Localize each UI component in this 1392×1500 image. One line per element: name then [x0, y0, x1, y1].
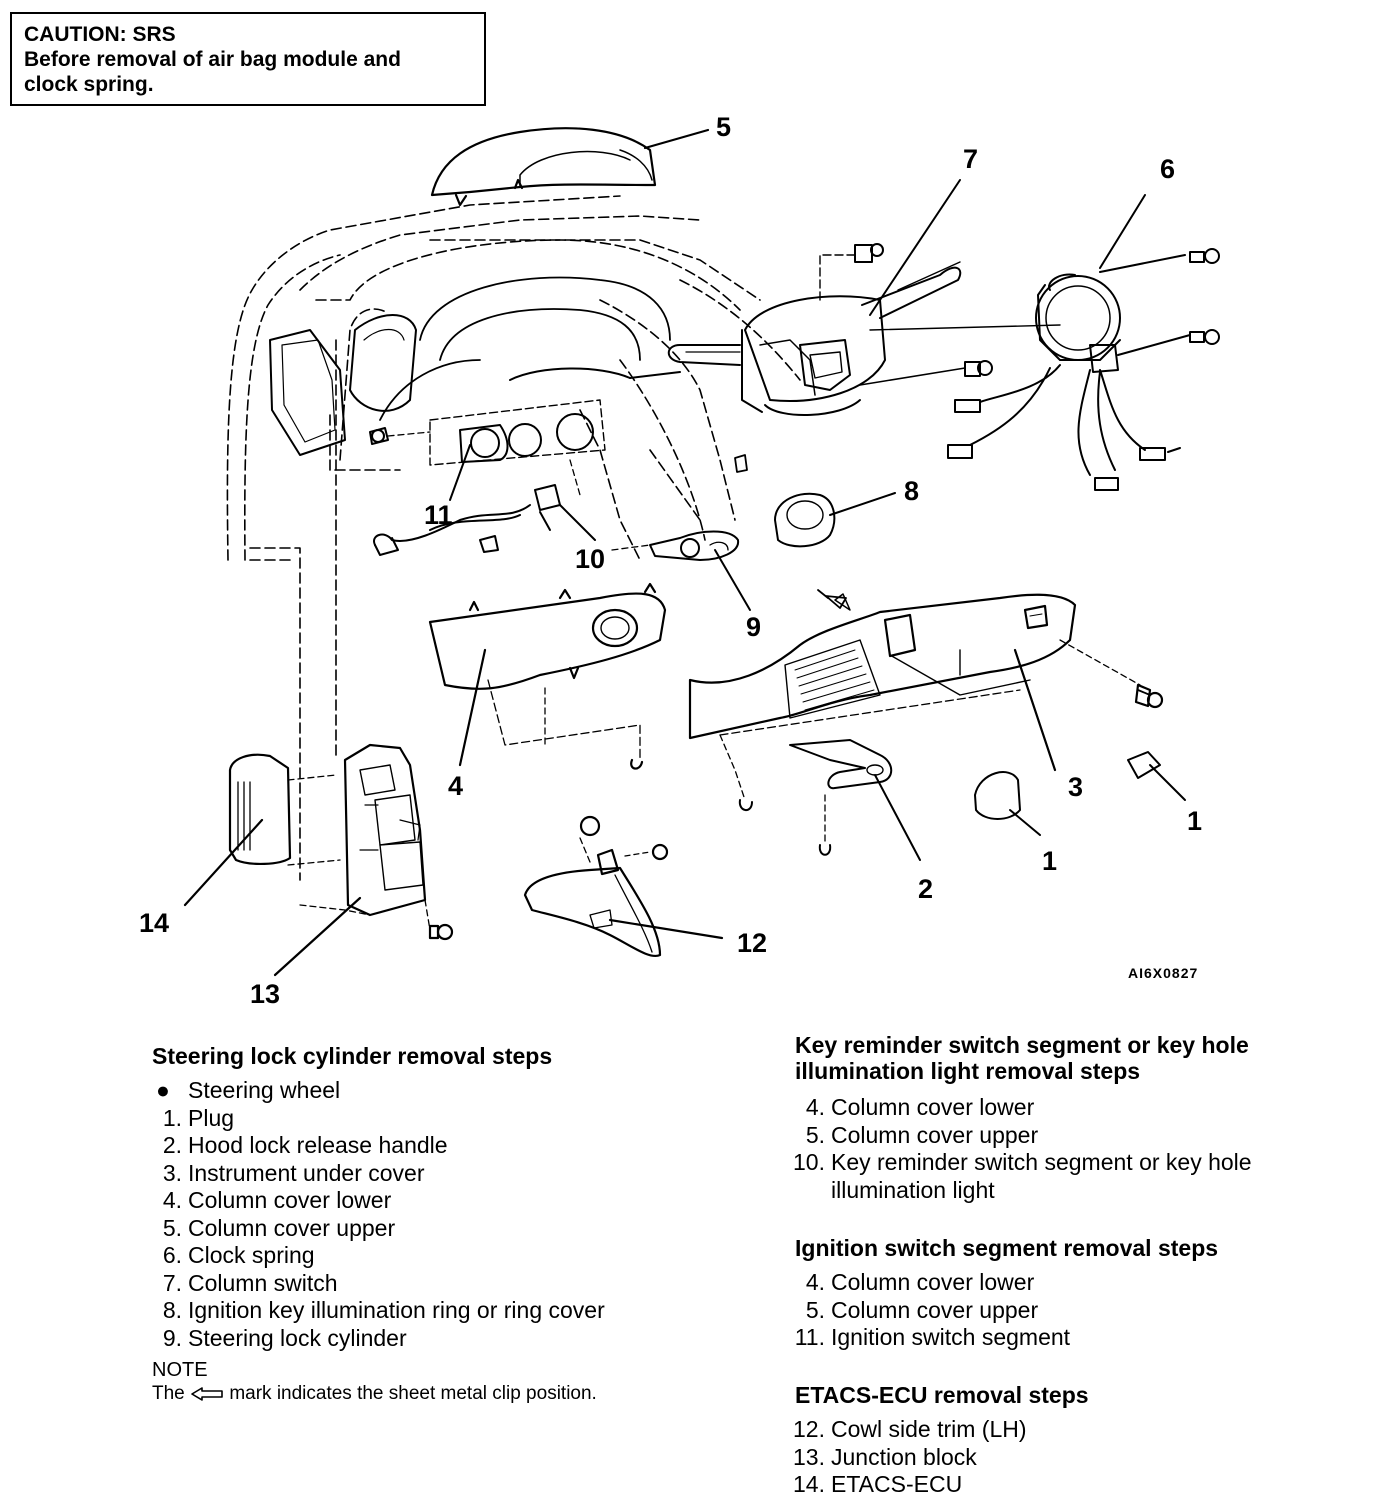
callout-4: 4	[448, 771, 463, 801]
list-item: 5.Column cover upper	[805, 1121, 1039, 1148]
clip-arrow	[817, 589, 847, 609]
steering-lock-heading: Steering lock cylinder removal steps	[152, 1043, 553, 1069]
list-item: 5.Column cover upper	[162, 1214, 396, 1241]
note-text: The mark indicates the sheet metal clip …	[152, 1383, 597, 1404]
key-reminder-switch	[373, 459, 596, 556]
ignition-key-illumination-ring	[774, 492, 896, 548]
instrument-cluster	[379, 276, 671, 421]
callout-labels: 5 7 6 8 11 10 9 4 3 1 1 2 14 12 13 AI6X0…	[139, 112, 1202, 1009]
column-cover-lower	[428, 582, 667, 770]
list-item: 9.Steering lock cylinder	[162, 1324, 407, 1351]
callout-8: 8	[904, 476, 919, 506]
plug-right	[1127, 751, 1186, 801]
dashboard-outline	[226, 195, 801, 881]
callout-7: 7	[963, 144, 978, 174]
callout-12: 12	[737, 928, 767, 958]
list-item: 1.Plug	[162, 1104, 235, 1131]
list-item: 7.Column switch	[162, 1269, 338, 1296]
left-vent	[269, 314, 417, 456]
ignition-switch-list: 4.Column cover lower 5.Column cover uppe…	[783, 1269, 1385, 1352]
etacs-heading: ETACS-ECU removal steps	[795, 1382, 1089, 1408]
callout-1-center: 1	[1042, 846, 1057, 876]
figure-code: AI6X0827	[1128, 965, 1198, 981]
callout-2: 2	[918, 874, 933, 904]
ignition-switch-segment	[369, 367, 681, 501]
list-item: 3.Instrument under cover	[162, 1159, 425, 1186]
list-item: 12.Cowl side trim (LH)	[793, 1416, 1027, 1442]
list-item: 4.Column cover lower	[162, 1187, 392, 1213]
list-item: 6.Clock spring	[162, 1242, 315, 1268]
exploded-diagram: 5 7 6 8 11 10 9 4 3 1 1 2 14 12 13 AI6X0…	[139, 112, 1220, 1009]
etacs-steps: ETACS-ECU removal steps 12.Cowl side tri…	[793, 1382, 1385, 1499]
callout-13: 13	[250, 979, 280, 1009]
steering-lock-cylinder	[611, 530, 751, 611]
list-item: ●Steering wheel	[156, 1077, 341, 1103]
list-item: 4.Column cover lower	[805, 1269, 1035, 1295]
clip-arrow-icon	[191, 1387, 223, 1401]
screws	[734, 454, 1151, 696]
column-cover-upper	[430, 127, 710, 207]
steering-lock-list: ●Steering wheel 1.Plug 2.Hood lock relea…	[152, 1077, 772, 1352]
callout-6: 6	[1160, 154, 1175, 184]
key-reminder-steps: Key reminder switch segment or key hole …	[793, 1032, 1385, 1204]
callout-3: 3	[1068, 772, 1083, 802]
plug-center	[974, 771, 1041, 836]
key-reminder-list: 4.Column cover lower 5.Column cover uppe…	[783, 1094, 1385, 1204]
list-item: 4.Column cover lower	[805, 1094, 1035, 1120]
instrument-under-cover	[688, 593, 1164, 772]
ignition-switch-heading: Ignition switch segment removal steps	[795, 1235, 1219, 1261]
steering-lock-steps: Steering lock cylinder removal steps ●St…	[152, 1043, 772, 1406]
cowl-side-trim	[523, 815, 724, 958]
callout-1-right: 1	[1187, 806, 1202, 836]
etacs-ecu	[183, 753, 341, 907]
callout-10: 10	[575, 544, 605, 574]
list-item: 11.Ignition switch segment	[794, 1324, 1071, 1350]
column-switch	[667, 179, 993, 417]
list-item: 14.ETACS-ECU	[793, 1471, 963, 1497]
etacs-list: 12.Cowl side trim (LH) 13.Junction block…	[783, 1416, 1385, 1499]
clock-spring	[869, 194, 1220, 491]
list-item: 13.Junction block	[793, 1443, 977, 1470]
callout-5: 5	[716, 112, 731, 142]
caution-title: CAUTION: SRS	[24, 23, 176, 46]
caution-line-2: clock spring.	[24, 73, 154, 96]
junction-block	[273, 743, 454, 977]
callout-11: 11	[424, 500, 453, 530]
list-item: 5.Column cover upper	[805, 1296, 1039, 1323]
caution-line-1: Before removal of air bag module and	[24, 48, 401, 71]
callout-9: 9	[746, 612, 761, 642]
key-reminder-heading: Key reminder switch segment or key hole …	[795, 1032, 1249, 1084]
list-item: 10.Key reminder switch segment or key ho…	[793, 1149, 1252, 1203]
list-item: 2.Hood lock release handle	[162, 1132, 448, 1158]
callout-14: 14	[139, 908, 169, 938]
hood-lock-release-handle	[719, 689, 1021, 861]
caution-box: CAUTION: SRS Before removal of air bag m…	[10, 12, 486, 106]
ignition-switch-steps: Ignition switch segment removal steps 4.…	[795, 1235, 1385, 1352]
list-item: 8.Ignition key illumination ring or ring…	[162, 1297, 605, 1323]
note-title: NOTE	[152, 1359, 208, 1381]
